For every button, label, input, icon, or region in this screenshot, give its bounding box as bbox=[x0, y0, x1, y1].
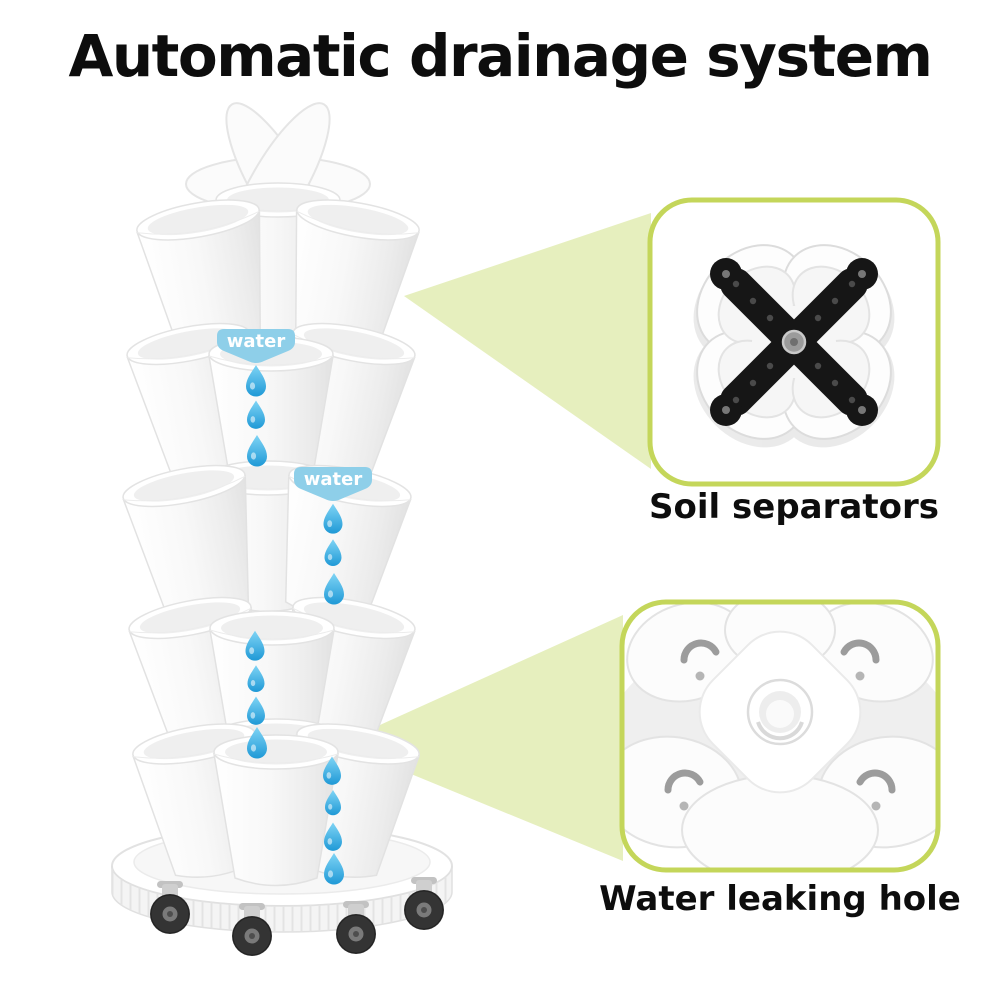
water-badge-middle: water bbox=[294, 467, 372, 501]
soil-separator-zoom-view bbox=[693, 244, 895, 448]
planter-tier-5 bbox=[129, 715, 423, 887]
drain-hole bbox=[746, 678, 814, 746]
callout-border-soil bbox=[647, 197, 941, 487]
callout-border-hole bbox=[619, 599, 941, 873]
water-badge-top: water bbox=[217, 329, 295, 363]
water-badge-middle-label: water bbox=[304, 469, 363, 490]
zoom-beam-water-hole bbox=[338, 615, 623, 861]
water-hole-zoom-view bbox=[622, 602, 938, 870]
zoom-beam-soil-separators bbox=[404, 213, 651, 469]
pot bbox=[213, 734, 339, 887]
water-leaking-hole-label: Water leaking hole bbox=[599, 879, 961, 919]
water-badge-top-label: water bbox=[227, 331, 286, 352]
planter-tower-illustration: water water bbox=[111, 102, 453, 957]
soil-separators-label: Soil separators bbox=[649, 487, 939, 527]
soil-separator-x bbox=[710, 258, 878, 426]
callout-soil-separators: Soil separators bbox=[647, 197, 941, 527]
page-title: Automatic drainage system bbox=[68, 22, 933, 90]
callout-water-leaking-hole: Water leaking hole bbox=[599, 599, 961, 919]
